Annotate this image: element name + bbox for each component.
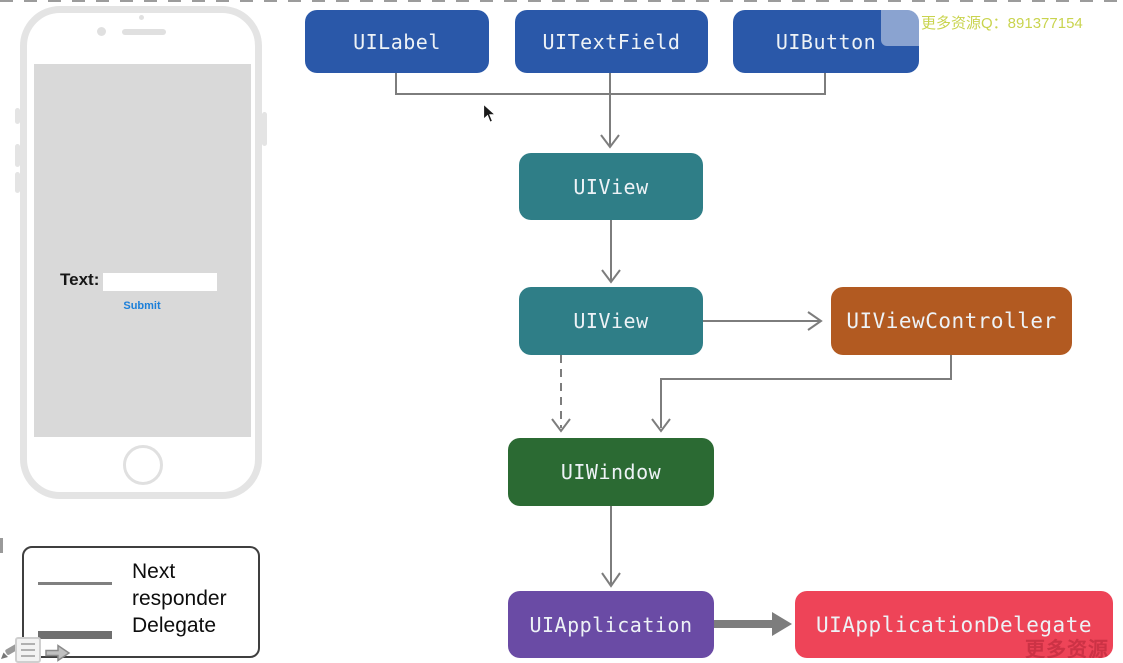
node-uiapplicationdelegate: UIApplicationDelegate 更多资源 (795, 591, 1113, 658)
next-responder-line-sample (38, 582, 112, 585)
notes-tool-icon[interactable] (15, 637, 41, 663)
text-input[interactable] (103, 273, 217, 291)
text-field-label: Text: (60, 270, 100, 289)
camera-dot (97, 27, 106, 36)
phone-side-button (15, 108, 20, 124)
screen-edge-artifact (0, 538, 3, 553)
delegate-arrowhead (772, 612, 792, 636)
arrowhead (601, 572, 621, 588)
legend-label-delegate: Delegate (132, 614, 217, 637)
node-uiview-root: UIView (519, 287, 703, 355)
node-uiview-top: UIView (519, 153, 703, 220)
phone-side-button (262, 112, 267, 146)
node-label: UIButton (775, 29, 877, 54)
faint-watermark: 更多资源 (1025, 637, 1109, 658)
node-uiviewcontroller: UIViewController (831, 287, 1072, 355)
node-label: UITextField (542, 29, 681, 54)
proximity-dot (139, 15, 144, 20)
legend-label-next-responder: Next responder (132, 560, 227, 610)
arrowhead (551, 418, 571, 433)
node-label: UIViewController (846, 309, 1057, 333)
delegate-line-sample (38, 631, 112, 639)
phone-side-button (15, 172, 20, 193)
node-label: UILabel (353, 29, 441, 54)
node-label: UIView (573, 309, 649, 333)
node-uilabel: UILabel (305, 10, 489, 73)
next-slide-arrow-icon[interactable] (44, 644, 72, 662)
watermark-overlay-square (881, 10, 919, 46)
arrowhead (600, 134, 620, 149)
arrowhead (601, 269, 621, 284)
submit-button[interactable]: Submit (123, 300, 161, 312)
edge-top-bracket (395, 73, 826, 95)
arrowhead (807, 311, 823, 331)
node-label: UIApplication (529, 612, 693, 637)
mouse-cursor-icon (482, 103, 497, 124)
phone-screen (34, 64, 251, 437)
edge-uivc-to-uiwindow (660, 355, 952, 428)
video-edge-artifact (0, 0, 1123, 2)
speaker-bar (122, 29, 166, 35)
legend-box: Next responder Delegate (22, 546, 260, 658)
node-uiwindow: UIWindow (508, 438, 714, 506)
phone-side-button (15, 144, 20, 167)
node-uiapplication: UIApplication (508, 591, 714, 658)
home-button (123, 445, 163, 485)
qq-watermark: 更多资源Q：891377154 (921, 15, 1083, 32)
node-label: UIWindow (560, 460, 662, 484)
node-uitextfield: UITextField (515, 10, 708, 73)
node-label: UIView (573, 174, 649, 199)
arrowhead (651, 418, 671, 433)
node-label: UIApplicationDelegate (815, 612, 1092, 637)
node-uibutton: UIButton (733, 10, 919, 73)
phone-mockup: Text: Submit (20, 6, 262, 499)
